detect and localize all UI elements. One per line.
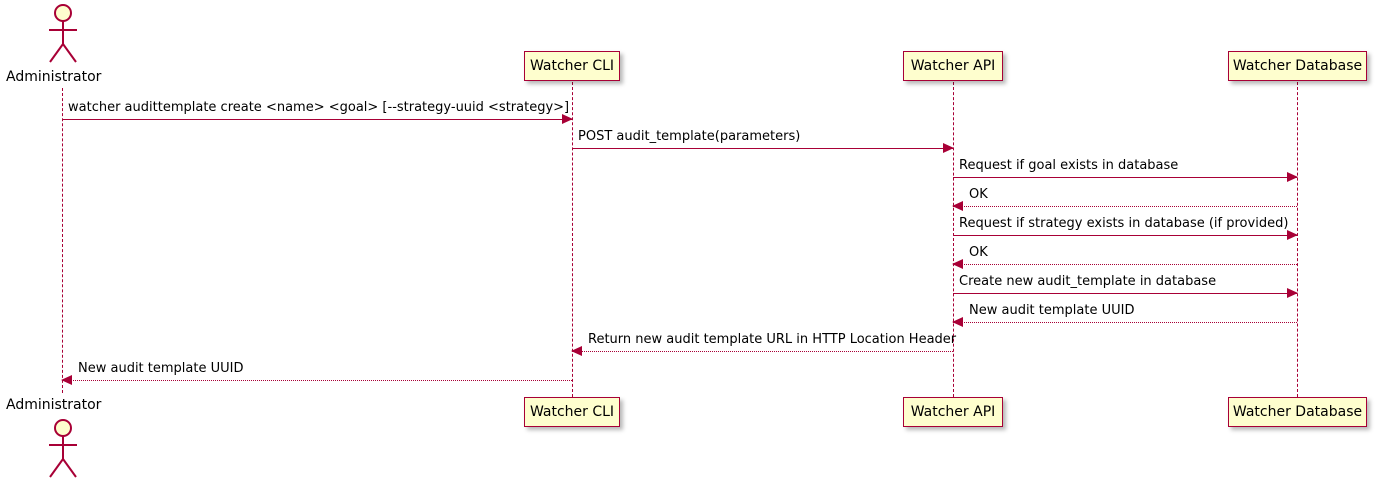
- message-7-arrowhead-right-icon: [1287, 288, 1298, 298]
- actor-label-administrator-bottom: Administrator: [6, 397, 102, 413]
- message-9-arrowhead-left-icon: [571, 346, 582, 356]
- message-10-label: New audit template UUID: [78, 360, 244, 376]
- message-8-line: [953, 322, 1297, 323]
- message-1-label: watcher audittemplate create <name> <goa…: [68, 99, 570, 115]
- message-10-arrowhead-left-icon: [61, 375, 72, 385]
- message-2-line: [572, 148, 953, 149]
- message-2-label: POST audit_template(parameters): [578, 128, 801, 144]
- message-4-arrowhead-left-icon: [952, 201, 963, 211]
- message-6-line: [953, 264, 1297, 265]
- actor-figure-icon: [49, 419, 77, 478]
- message-2-arrowhead-right-icon: [943, 143, 954, 153]
- participant-label-watcher-db-bottom: Watcher Database: [1232, 404, 1363, 420]
- message-1-arrowhead-right-icon: [562, 114, 573, 124]
- participant-box-watcher-cli-top[interactable]: Watcher CLI: [524, 51, 620, 81]
- actor-administrator-top: [38, 2, 86, 64]
- participant-label-watcher-db-top: Watcher Database: [1232, 58, 1363, 74]
- participant-box-watcher-db-bottom[interactable]: Watcher Database: [1228, 397, 1367, 427]
- message-7-label: Create new audit_template in database: [959, 273, 1217, 289]
- message-6-arrowhead-left-icon: [952, 259, 963, 269]
- message-4-label: OK: [969, 186, 988, 202]
- message-6-label: OK: [969, 244, 988, 260]
- message-9-label: Return new audit template URL in HTTP Lo…: [588, 331, 957, 347]
- message-4-line: [953, 206, 1297, 207]
- lifeline-watcher-api: [953, 82, 954, 397]
- actor-label-administrator-top: Administrator: [6, 69, 102, 85]
- lifeline-administrator: [62, 88, 63, 393]
- message-5-arrowhead-right-icon: [1287, 230, 1298, 240]
- participant-label-watcher-cli-bottom: Watcher CLI: [529, 404, 615, 420]
- message-5-line: [953, 235, 1297, 236]
- message-8-label: New audit template UUID: [969, 302, 1135, 318]
- message-5-label: Request if strategy exists in database (…: [959, 215, 1289, 231]
- actor-administrator-bottom: [38, 417, 86, 479]
- actor-figure-icon: [49, 4, 77, 63]
- participant-label-watcher-api-bottom: Watcher API: [910, 404, 996, 420]
- participant-box-watcher-cli-bottom[interactable]: Watcher CLI: [524, 397, 620, 427]
- message-8-arrowhead-left-icon: [952, 317, 963, 327]
- message-10-line: [62, 380, 572, 381]
- message-1-line: [62, 119, 572, 120]
- participant-box-watcher-api-top[interactable]: Watcher API: [903, 51, 1003, 81]
- participant-label-watcher-cli-top: Watcher CLI: [529, 58, 615, 74]
- message-3-arrowhead-right-icon: [1287, 172, 1298, 182]
- participant-box-watcher-db-top[interactable]: Watcher Database: [1228, 51, 1367, 81]
- participant-label-watcher-api-top: Watcher API: [910, 58, 996, 74]
- message-9-line: [572, 351, 953, 352]
- participant-box-watcher-api-bottom[interactable]: Watcher API: [903, 397, 1003, 427]
- message-7-line: [953, 293, 1297, 294]
- lifeline-watcher-cli: [572, 82, 573, 397]
- message-3-label: Request if goal exists in database: [959, 157, 1179, 173]
- message-3-line: [953, 177, 1297, 178]
